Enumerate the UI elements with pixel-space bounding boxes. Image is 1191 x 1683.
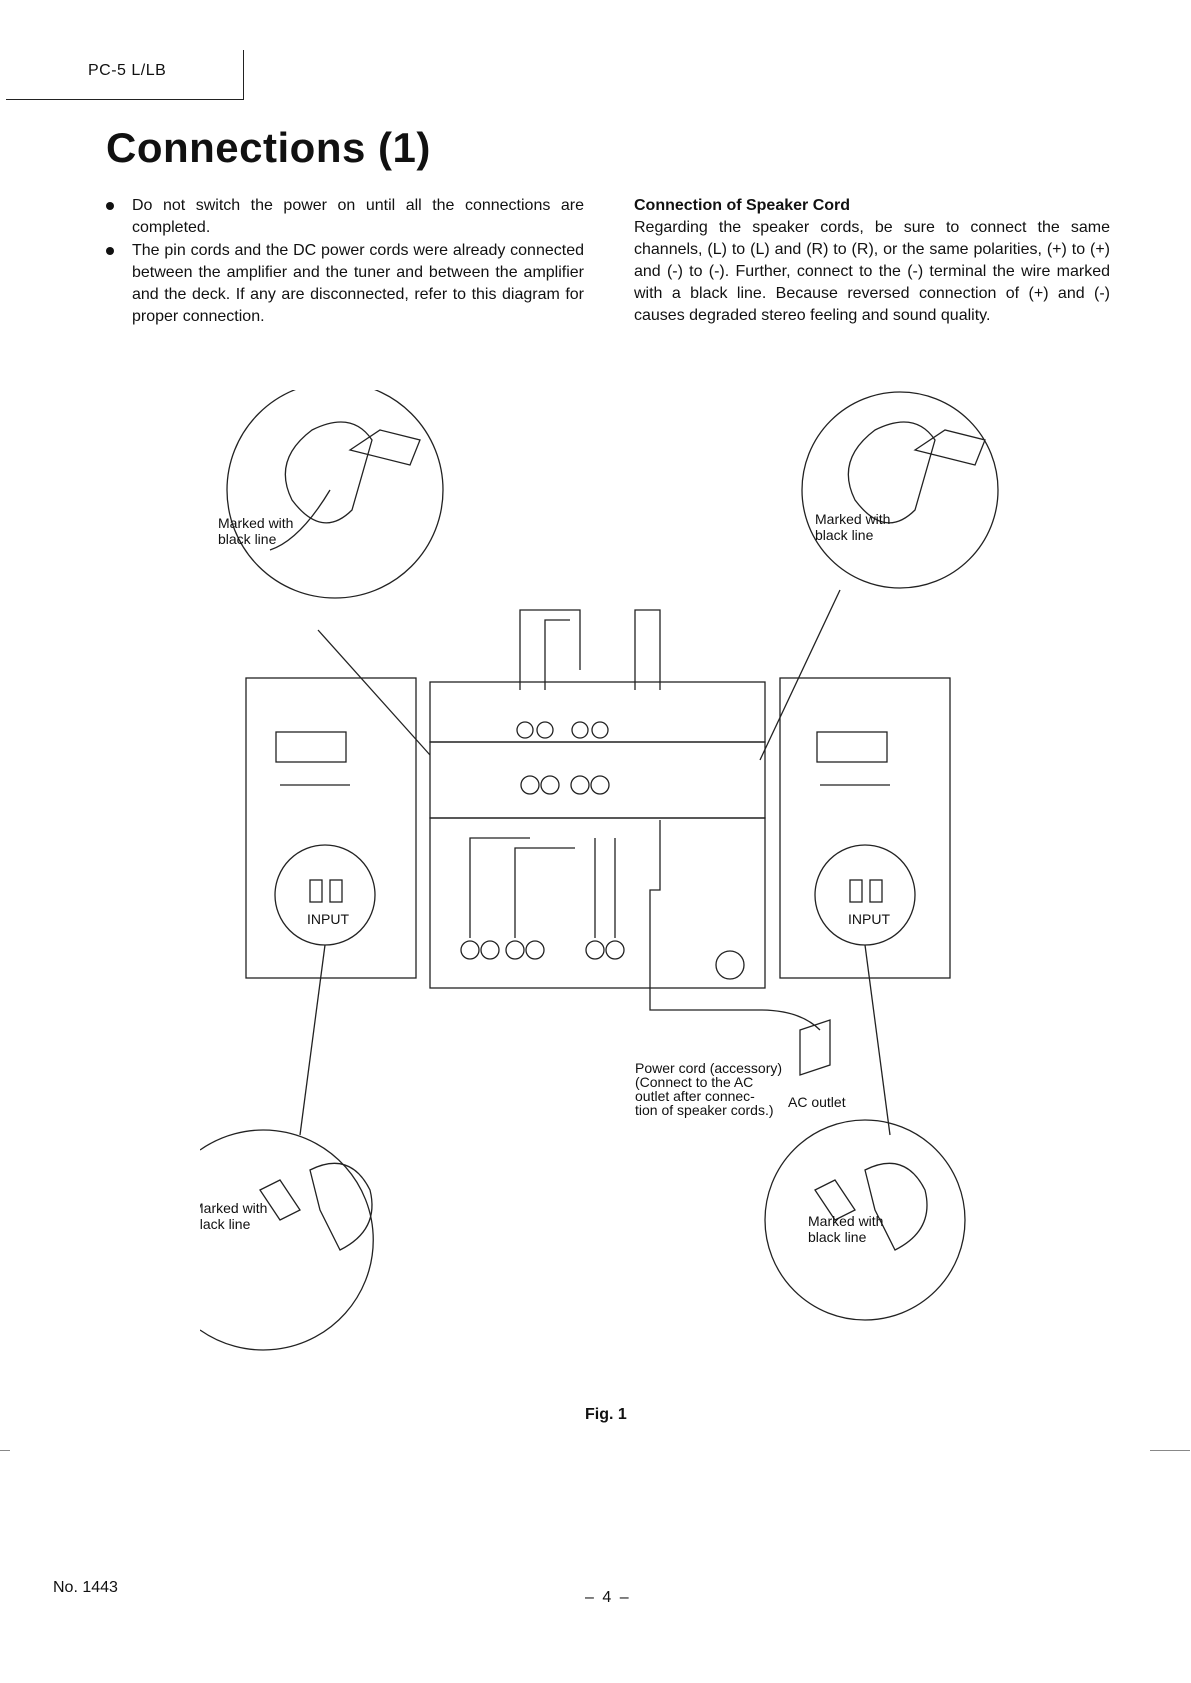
bullet-icon <box>106 202 114 210</box>
detail-circle-top-right: Marked with black line <box>759 391 999 761</box>
terminal-plus <box>869 879 883 903</box>
callout-black-line-label: black line <box>218 531 277 547</box>
outlet-plate <box>799 1019 831 1076</box>
power-cord <box>649 820 821 1031</box>
speaker-cord-body: Regarding the speaker cords, be sure to … <box>634 219 1110 324</box>
pin-cords-top <box>519 609 661 690</box>
terminal-minus <box>309 879 323 903</box>
callout-marked-label: Marked with <box>808 1213 883 1229</box>
hand-drawing <box>284 421 373 524</box>
power-cord-label: tion of speaker cords.) <box>635 1102 774 1118</box>
detail-circle-top-left: Marked with black line <box>218 390 444 756</box>
jack <box>605 940 625 960</box>
jack <box>570 775 590 795</box>
power-cord-label: outlet after connec- <box>635 1088 755 1104</box>
terminal-plate <box>274 844 376 946</box>
magnifier-outline <box>764 1119 966 1321</box>
jack <box>505 940 525 960</box>
jack <box>540 775 560 795</box>
magnifier-outline <box>200 1129 374 1351</box>
leader-line <box>317 629 431 756</box>
tuner-unit <box>429 681 766 743</box>
amplifier-unit <box>429 741 766 819</box>
left-speaker: INPUT <box>245 677 417 979</box>
terminal-minus <box>849 879 863 903</box>
edge-mark <box>0 1450 10 1451</box>
jack <box>520 775 540 795</box>
model-number: PC-5 L/LB <box>88 62 167 79</box>
stereo-stack <box>429 609 821 1031</box>
jack <box>480 940 500 960</box>
hand-drawing <box>309 1162 373 1251</box>
note-item: The pin cords and the DC power cords wer… <box>104 240 584 328</box>
edge-mark <box>1150 1450 1190 1451</box>
remote-socket <box>715 950 745 980</box>
jack <box>590 775 610 795</box>
document-number: No. 1443 <box>53 1579 118 1596</box>
terminal-plus <box>329 879 343 903</box>
jack <box>585 940 605 960</box>
jack <box>525 940 545 960</box>
speaker-terminal-drawing <box>814 1179 856 1221</box>
speaker-cabinet <box>245 677 417 979</box>
notes-column: Do not switch the power on until all the… <box>104 195 584 329</box>
jack <box>591 721 609 739</box>
cord-line <box>269 489 331 551</box>
pin-cords-bottom <box>469 837 616 938</box>
header-rule <box>6 99 244 100</box>
jack <box>571 721 589 739</box>
jack <box>536 721 554 739</box>
speaker-cord-heading: Connection of Speaker Cord <box>634 197 851 214</box>
note-text: Do not switch the power on until all the… <box>132 197 584 236</box>
ac-outlet: Power cord (accessory) (Connect to the A… <box>635 1019 846 1118</box>
page-number: – 4 – <box>585 1589 631 1606</box>
deck-unit <box>429 817 766 989</box>
callout-marked-label: Marked with <box>200 1200 267 1216</box>
terminal-plate <box>814 844 916 946</box>
callout-marked-label: Marked with <box>218 515 293 531</box>
mount-plate <box>275 731 347 763</box>
speaker-input-label: INPUT <box>307 911 349 927</box>
leader-line <box>759 589 841 761</box>
figure-caption: Fig. 1 <box>585 1406 627 1423</box>
note-item: Do not switch the power on until all the… <box>104 195 584 239</box>
bullet-icon <box>106 247 114 255</box>
leader-line <box>299 944 326 1136</box>
header-divider <box>243 50 244 100</box>
leader-line <box>864 944 891 1136</box>
speaker-input-label: INPUT <box>848 911 890 927</box>
power-cord-label: Power cord (accessory) <box>635 1060 782 1076</box>
callout-black-line-label: black line <box>200 1216 251 1232</box>
page-title: Connections (1) <box>106 124 431 171</box>
speaker-terminal-drawing <box>259 1179 301 1221</box>
ac-outlet-label: AC outlet <box>788 1094 846 1110</box>
callout-black-line-label: black line <box>815 527 874 543</box>
callout-black-line-label: black line <box>808 1229 867 1245</box>
right-speaker: INPUT <box>779 677 951 979</box>
magnifier-outline <box>801 391 999 589</box>
note-text: The pin cords and the DC power cords wer… <box>132 242 584 325</box>
speaker-cord-section: Connection of Speaker Cord Regarding the… <box>634 195 1110 327</box>
hand-drawing <box>864 1162 928 1251</box>
connection-diagram: Marked with black line Marked with black… <box>200 390 999 1351</box>
speaker-cabinet <box>779 677 951 979</box>
magnifier-outline <box>226 390 444 599</box>
detail-circle-bottom-right: Marked with black line <box>764 944 966 1321</box>
jack <box>460 940 480 960</box>
callout-marked-label: Marked with <box>815 511 890 527</box>
speaker-terminal-drawing <box>913 429 986 466</box>
jack <box>516 721 534 739</box>
hand-drawing <box>847 421 936 524</box>
speaker-terminal-drawing <box>348 429 421 466</box>
power-cord-label: (Connect to the AC <box>635 1074 753 1090</box>
mount-plate <box>816 731 888 763</box>
detail-circle-bottom-left: Marked with black line <box>200 944 374 1351</box>
